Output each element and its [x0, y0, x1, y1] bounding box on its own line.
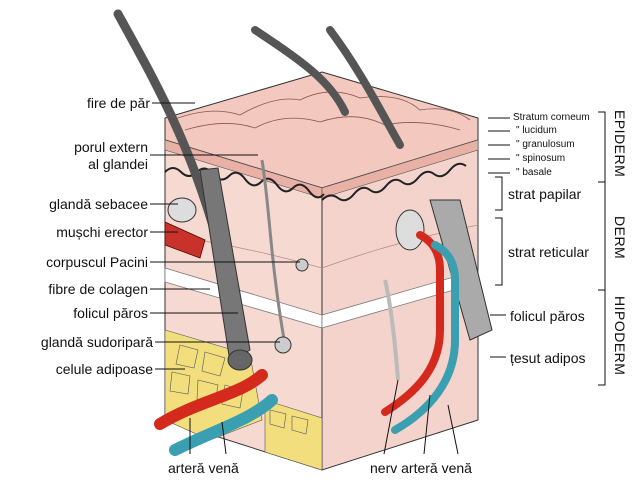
label-papillary-layer: strat papilar — [508, 186, 582, 202]
label-external-pore: porul extern — [74, 139, 148, 155]
hair-right — [326, 26, 404, 149]
label-adipose-tissue: țesut adipos — [510, 350, 586, 366]
region-epidermis: EPIDERM — [612, 110, 628, 178]
label-reticular-layer: strat reticular — [508, 244, 589, 260]
label-external-pore-2: al glandei — [88, 156, 148, 172]
label-artery-vein-left: arteră venă — [168, 460, 239, 476]
label-stratum-lucidum: " lucidum — [516, 125, 557, 136]
hair-middle — [251, 26, 349, 116]
region-hypodermis: HIPODERM — [612, 296, 628, 376]
label-hair-follicle-right: folicul păros — [510, 308, 585, 324]
label-stratum-basale: " basale — [516, 167, 552, 178]
label-hair: fire de păr — [86, 95, 150, 111]
pacini-corpuscle — [295, 258, 309, 272]
artery-right — [381, 231, 444, 416]
sweat-gland-coil — [274, 336, 292, 354]
label-collagen-fibers: fibre de colagen — [48, 281, 148, 297]
label-hair-follicle: folicul păros — [73, 305, 148, 321]
vein-left — [169, 394, 278, 456]
label-pacini-corpuscle: corpuscul Pacini — [46, 254, 148, 270]
sweat-gland-duct — [260, 159, 287, 346]
region-dermis: DERM — [612, 216, 628, 260]
label-nerve-artery-vein-right: nerv arteră venă — [370, 460, 472, 476]
label-erector-muscle: mușchi erector — [56, 224, 148, 240]
label-stratum-corneum: Stratum corneum — [513, 112, 590, 123]
vein-right — [391, 241, 459, 434]
label-stratum-granulosum: " granulosum — [516, 139, 575, 150]
fat-cells-bottom — [264, 399, 323, 471]
erector-muscle — [164, 221, 206, 259]
sebaceous-gland — [167, 197, 197, 223]
label-fat-cells: celule adipoase — [55, 361, 153, 377]
label-sebaceous-gland: glandă sebacee — [49, 196, 148, 212]
label-stratum-spinosum: " spinosum — [516, 153, 566, 164]
label-sweat-gland: glandă sudoripară — [40, 334, 153, 350]
nerve-right — [383, 279, 400, 381]
artery-left — [154, 369, 268, 430]
